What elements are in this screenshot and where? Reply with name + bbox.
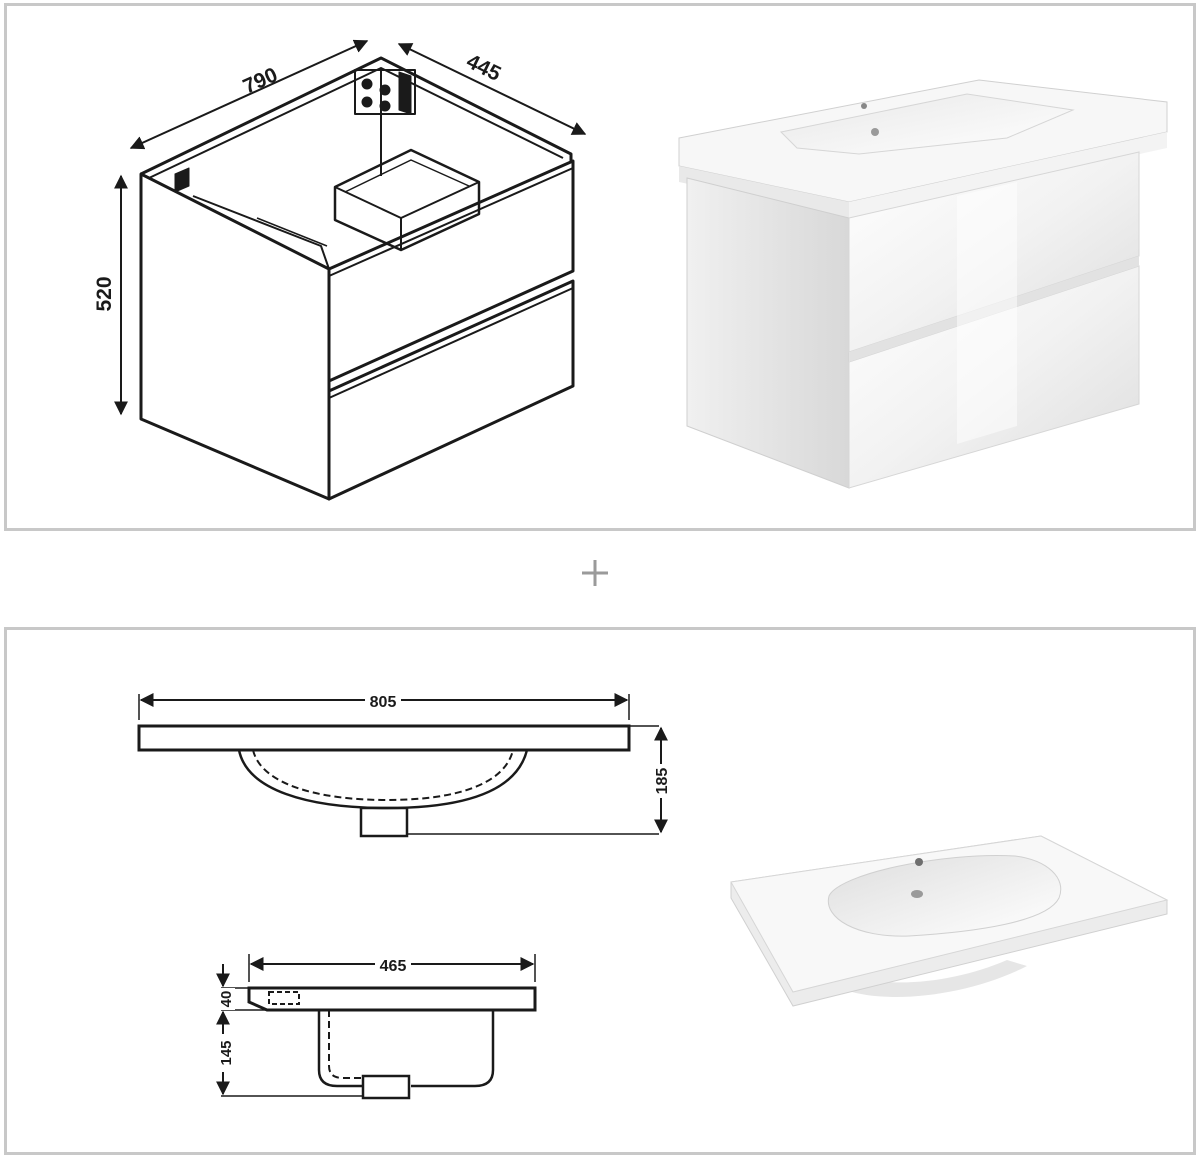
cabinet-panel: 790 445 520: [4, 3, 1196, 531]
cabinet-upper-drawer: [327, 159, 575, 383]
basin-front-top-slab: [137, 724, 631, 752]
plus-icon: [582, 560, 608, 586]
basin-panel-svg: 805 185 465 40 145: [137, 690, 1169, 1100]
basin-render-drain: [911, 890, 923, 898]
basin-width-label: 805: [370, 694, 397, 711]
cabinet-side-panel: [139, 172, 331, 501]
bowl-depth-label: 145: [218, 1040, 235, 1065]
basin-side-top-slab: [247, 986, 537, 1012]
basin-side-bowl-outline: [317, 1010, 363, 1088]
basin-side-drawing: [221, 954, 537, 1100]
basin-panel: 805 185 465 40 145: [4, 627, 1196, 1155]
basin-front-dimensions: [139, 693, 668, 834]
cabinet-dimensions: [114, 39, 587, 416]
vanity-overflow-hole: [871, 128, 879, 136]
cabinet-height-label: 520: [93, 276, 116, 311]
basin-height-label: 185: [654, 768, 671, 795]
vanity-basin-bowl: [779, 93, 1075, 155]
vanity-tap-hole: [861, 103, 867, 109]
cabinet-panel-svg: 790 445 520: [93, 39, 1168, 501]
basin-front-drain: [359, 806, 409, 838]
basin-render: [730, 835, 1169, 1007]
width-dimension-line: [129, 39, 369, 150]
depth-dimension-line: [397, 43, 587, 135]
basin-front-drawing: [137, 694, 659, 838]
cabinet-interior-box: [333, 148, 481, 252]
basin-side-drain: [361, 1074, 411, 1100]
cabinet-depth-label: 445: [463, 50, 505, 86]
basin-depth-label: 465: [380, 958, 407, 975]
cabinet-lower-drawer: [327, 279, 575, 501]
basin-side-dimensions: [216, 957, 535, 1096]
cabinet-line-drawing: [139, 56, 575, 501]
vanity-render: [678, 79, 1168, 489]
top-thickness-label: 40: [218, 991, 235, 1008]
basin-render-tap-hole: [915, 858, 923, 866]
vanity-cabinet-side: [686, 177, 850, 489]
basin-render-bowl: [827, 855, 1062, 937]
cabinet-width-label: 790: [240, 63, 281, 98]
